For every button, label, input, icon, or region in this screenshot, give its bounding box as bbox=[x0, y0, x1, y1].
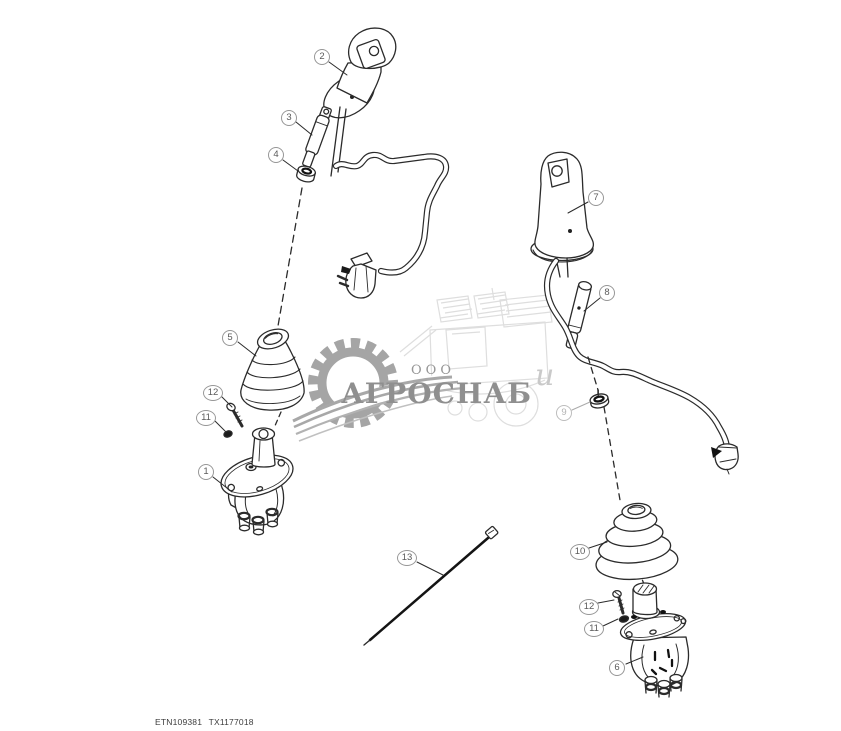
alignment-dashed-line-right bbox=[587, 356, 621, 501]
callout-12-left: 12 bbox=[203, 385, 223, 401]
stem-part-3 bbox=[302, 106, 332, 168]
callout-7: 7 bbox=[588, 190, 604, 206]
watermark-company-prefix: ООО bbox=[411, 363, 455, 378]
watermark-stray-letter: и bbox=[535, 358, 555, 393]
callout-3: 3 bbox=[281, 110, 297, 126]
gear-logo bbox=[286, 338, 465, 442]
callout-5: 5 bbox=[222, 330, 238, 346]
wire-harness-right bbox=[543, 257, 739, 475]
cable-tie bbox=[363, 525, 499, 646]
alignment-dashed-line-left bbox=[277, 187, 303, 327]
screw-part-12-right bbox=[612, 589, 625, 615]
drawing-reference-code: ETN109381 TX1177018 bbox=[155, 717, 254, 727]
watermark-company-name: АГРОСНАБ bbox=[341, 377, 533, 410]
wire-harness-left bbox=[332, 151, 450, 299]
boot-left bbox=[240, 328, 305, 411]
nut-part-11-right bbox=[618, 615, 630, 623]
callout-1: 1 bbox=[198, 464, 214, 480]
nut-part-9 bbox=[589, 389, 610, 409]
callout-11-left: 11 bbox=[196, 410, 216, 426]
callout-8: 8 bbox=[599, 285, 615, 301]
handle-left bbox=[323, 27, 397, 119]
handle-right bbox=[530, 151, 595, 278]
valve-base-right bbox=[619, 582, 690, 698]
callout-13: 13 bbox=[397, 550, 417, 566]
callout-12-right: 12 bbox=[579, 599, 599, 615]
leader-lines bbox=[212, 61, 644, 665]
callout-2: 2 bbox=[314, 49, 330, 65]
valve-base-left bbox=[220, 427, 294, 536]
callout-11-right: 11 bbox=[584, 621, 604, 637]
screw-part-12-left bbox=[226, 402, 244, 428]
callout-10: 10 bbox=[570, 544, 590, 560]
boot-right bbox=[595, 502, 679, 581]
callout-9: 9 bbox=[556, 405, 572, 421]
callout-4: 4 bbox=[268, 147, 284, 163]
callout-6: 6 bbox=[609, 660, 625, 676]
nut-part-4 bbox=[296, 165, 316, 183]
